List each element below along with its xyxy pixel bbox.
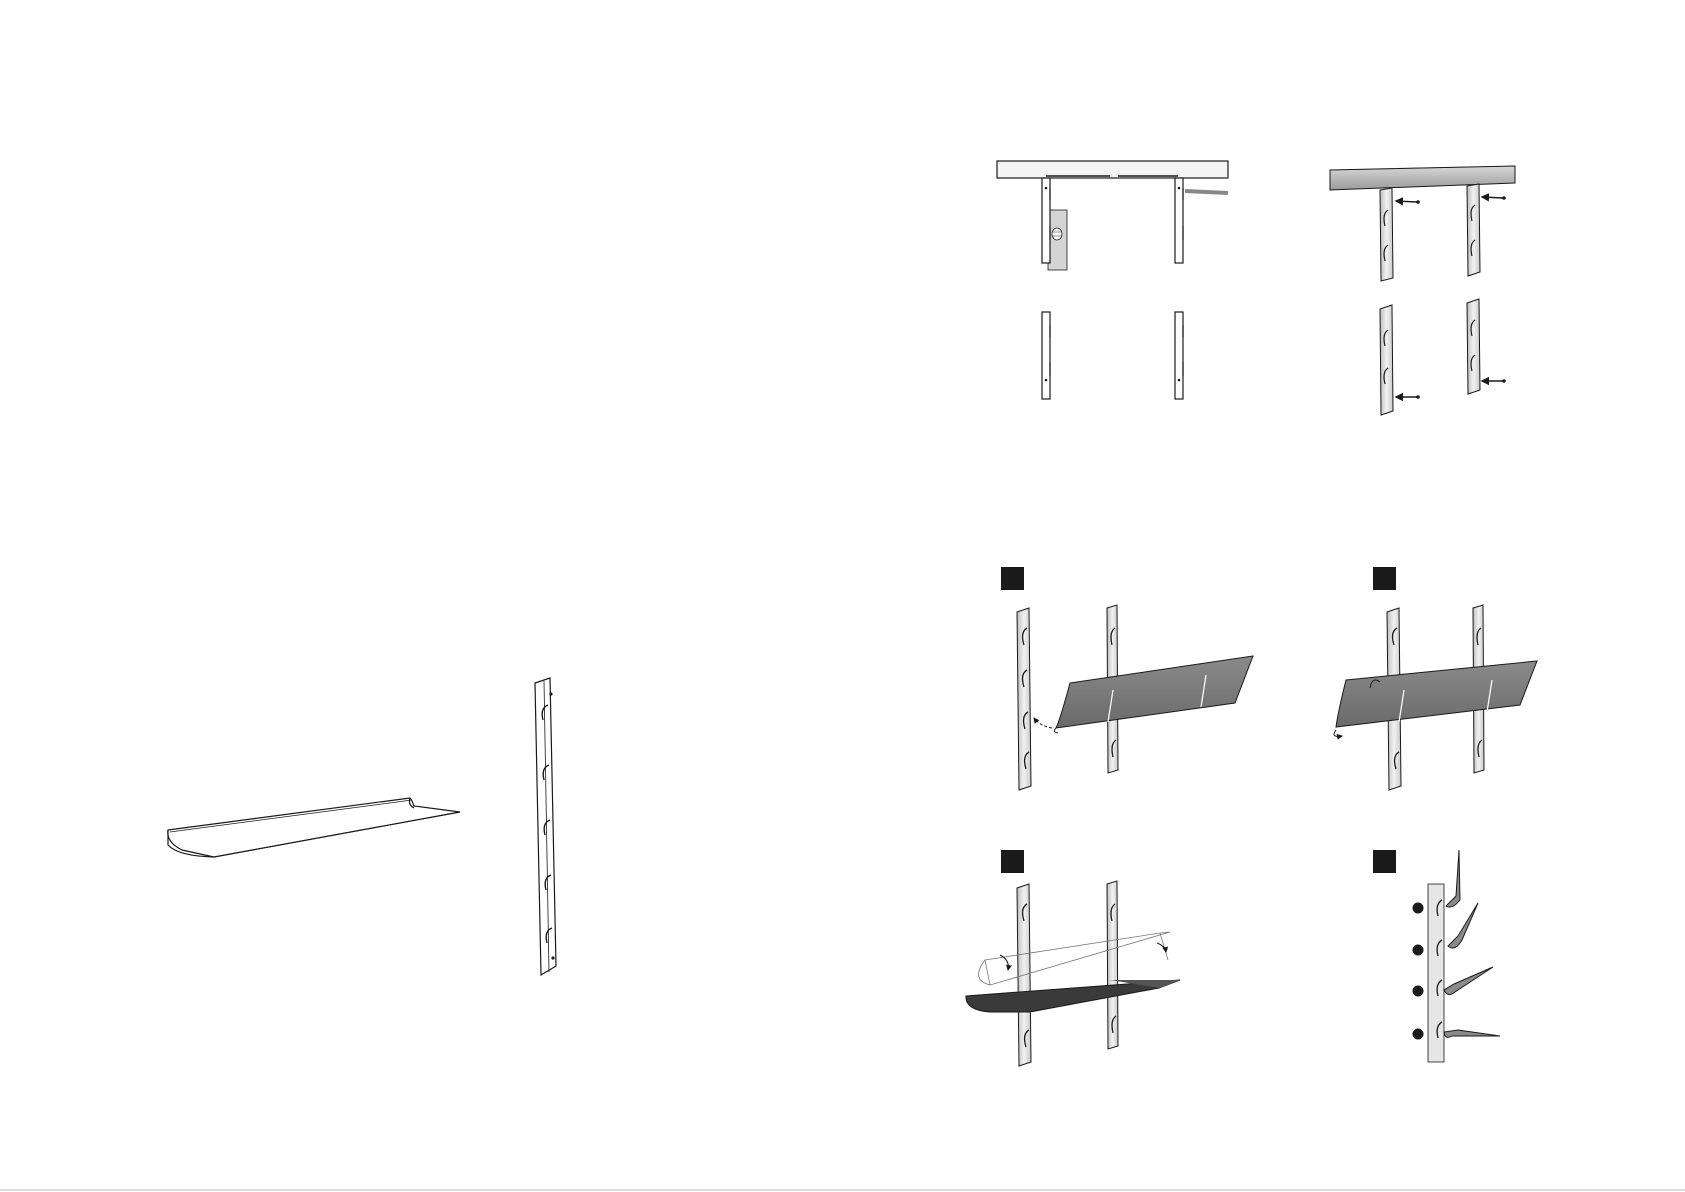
panel-shelf-installed xyxy=(966,850,1180,1066)
panel-drill-marking xyxy=(997,161,1228,399)
reference-board xyxy=(997,161,1228,178)
pencil-icon xyxy=(1185,191,1228,193)
panel-shelf-angles xyxy=(1373,850,1500,1062)
rail-detail xyxy=(1428,884,1444,1062)
panel-screw-rails xyxy=(1330,166,1515,415)
screw-icon xyxy=(1396,197,1503,397)
level-icon xyxy=(1048,210,1067,270)
step-marker-icon xyxy=(1001,567,1024,590)
panel-rotate-shelf xyxy=(1334,567,1537,790)
panel-hook-shelf xyxy=(1001,567,1253,790)
wall-rail-icon xyxy=(535,678,556,975)
shelf-icon xyxy=(168,798,460,857)
step-marker-icon xyxy=(1373,850,1396,873)
step-marker-icon xyxy=(1373,567,1396,590)
step-marker-icon xyxy=(1001,850,1024,873)
parts-section xyxy=(168,678,556,975)
angle-option-markers xyxy=(1413,903,1424,1040)
